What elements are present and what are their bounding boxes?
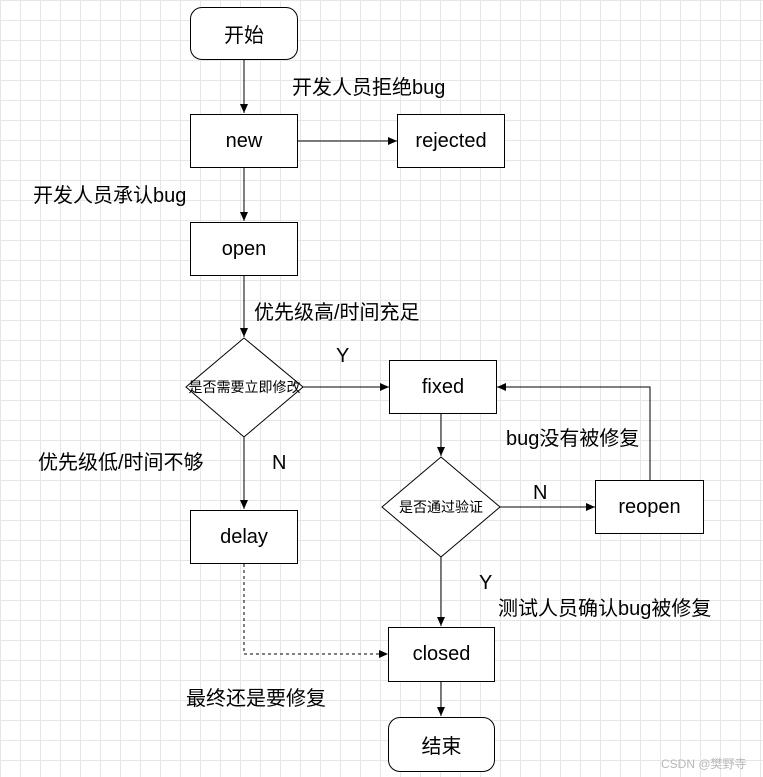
delay-node: delay [190,510,298,564]
closed-node: closed [388,627,495,682]
label-not-fixed: bug没有被修复 [506,428,640,450]
watermark: CSDN @樊野寺 [661,757,747,771]
open-node: open [190,222,298,276]
reopen-node: reopen [595,480,704,534]
edge-delay-closed [243,564,388,658]
new-node: new [190,114,298,168]
label-high-priority: 优先级高/时间充足 [254,302,420,324]
label-tester-confirm: 测试人员确认bug被修复 [498,598,712,620]
decision-verify-label: 是否通过验证 [399,499,483,515]
label-dev-reject: 开发人员拒绝bug [292,77,446,99]
end-node: 结束 [388,717,495,772]
decision-verify-diamond [381,456,501,558]
label-dev-accept: 开发人员承认bug [33,185,187,207]
decision-fix-label: 是否需要立即修改 [188,379,301,395]
fixed-node: fixed [389,360,497,414]
label-verify-no: N [533,482,548,504]
label-fix-no: N [272,452,287,474]
edge-reopen-fixed [497,383,651,480]
decision-fix-diamond [185,337,304,438]
label-eventually-fix: 最终还是要修复 [186,688,326,710]
label-low-priority: 优先级低/时间不够 [38,452,204,474]
label-verify-yes: Y [479,572,493,594]
label-fix-yes: Y [336,345,350,367]
start-node: 开始 [190,7,298,60]
rejected-node: rejected [397,114,505,168]
